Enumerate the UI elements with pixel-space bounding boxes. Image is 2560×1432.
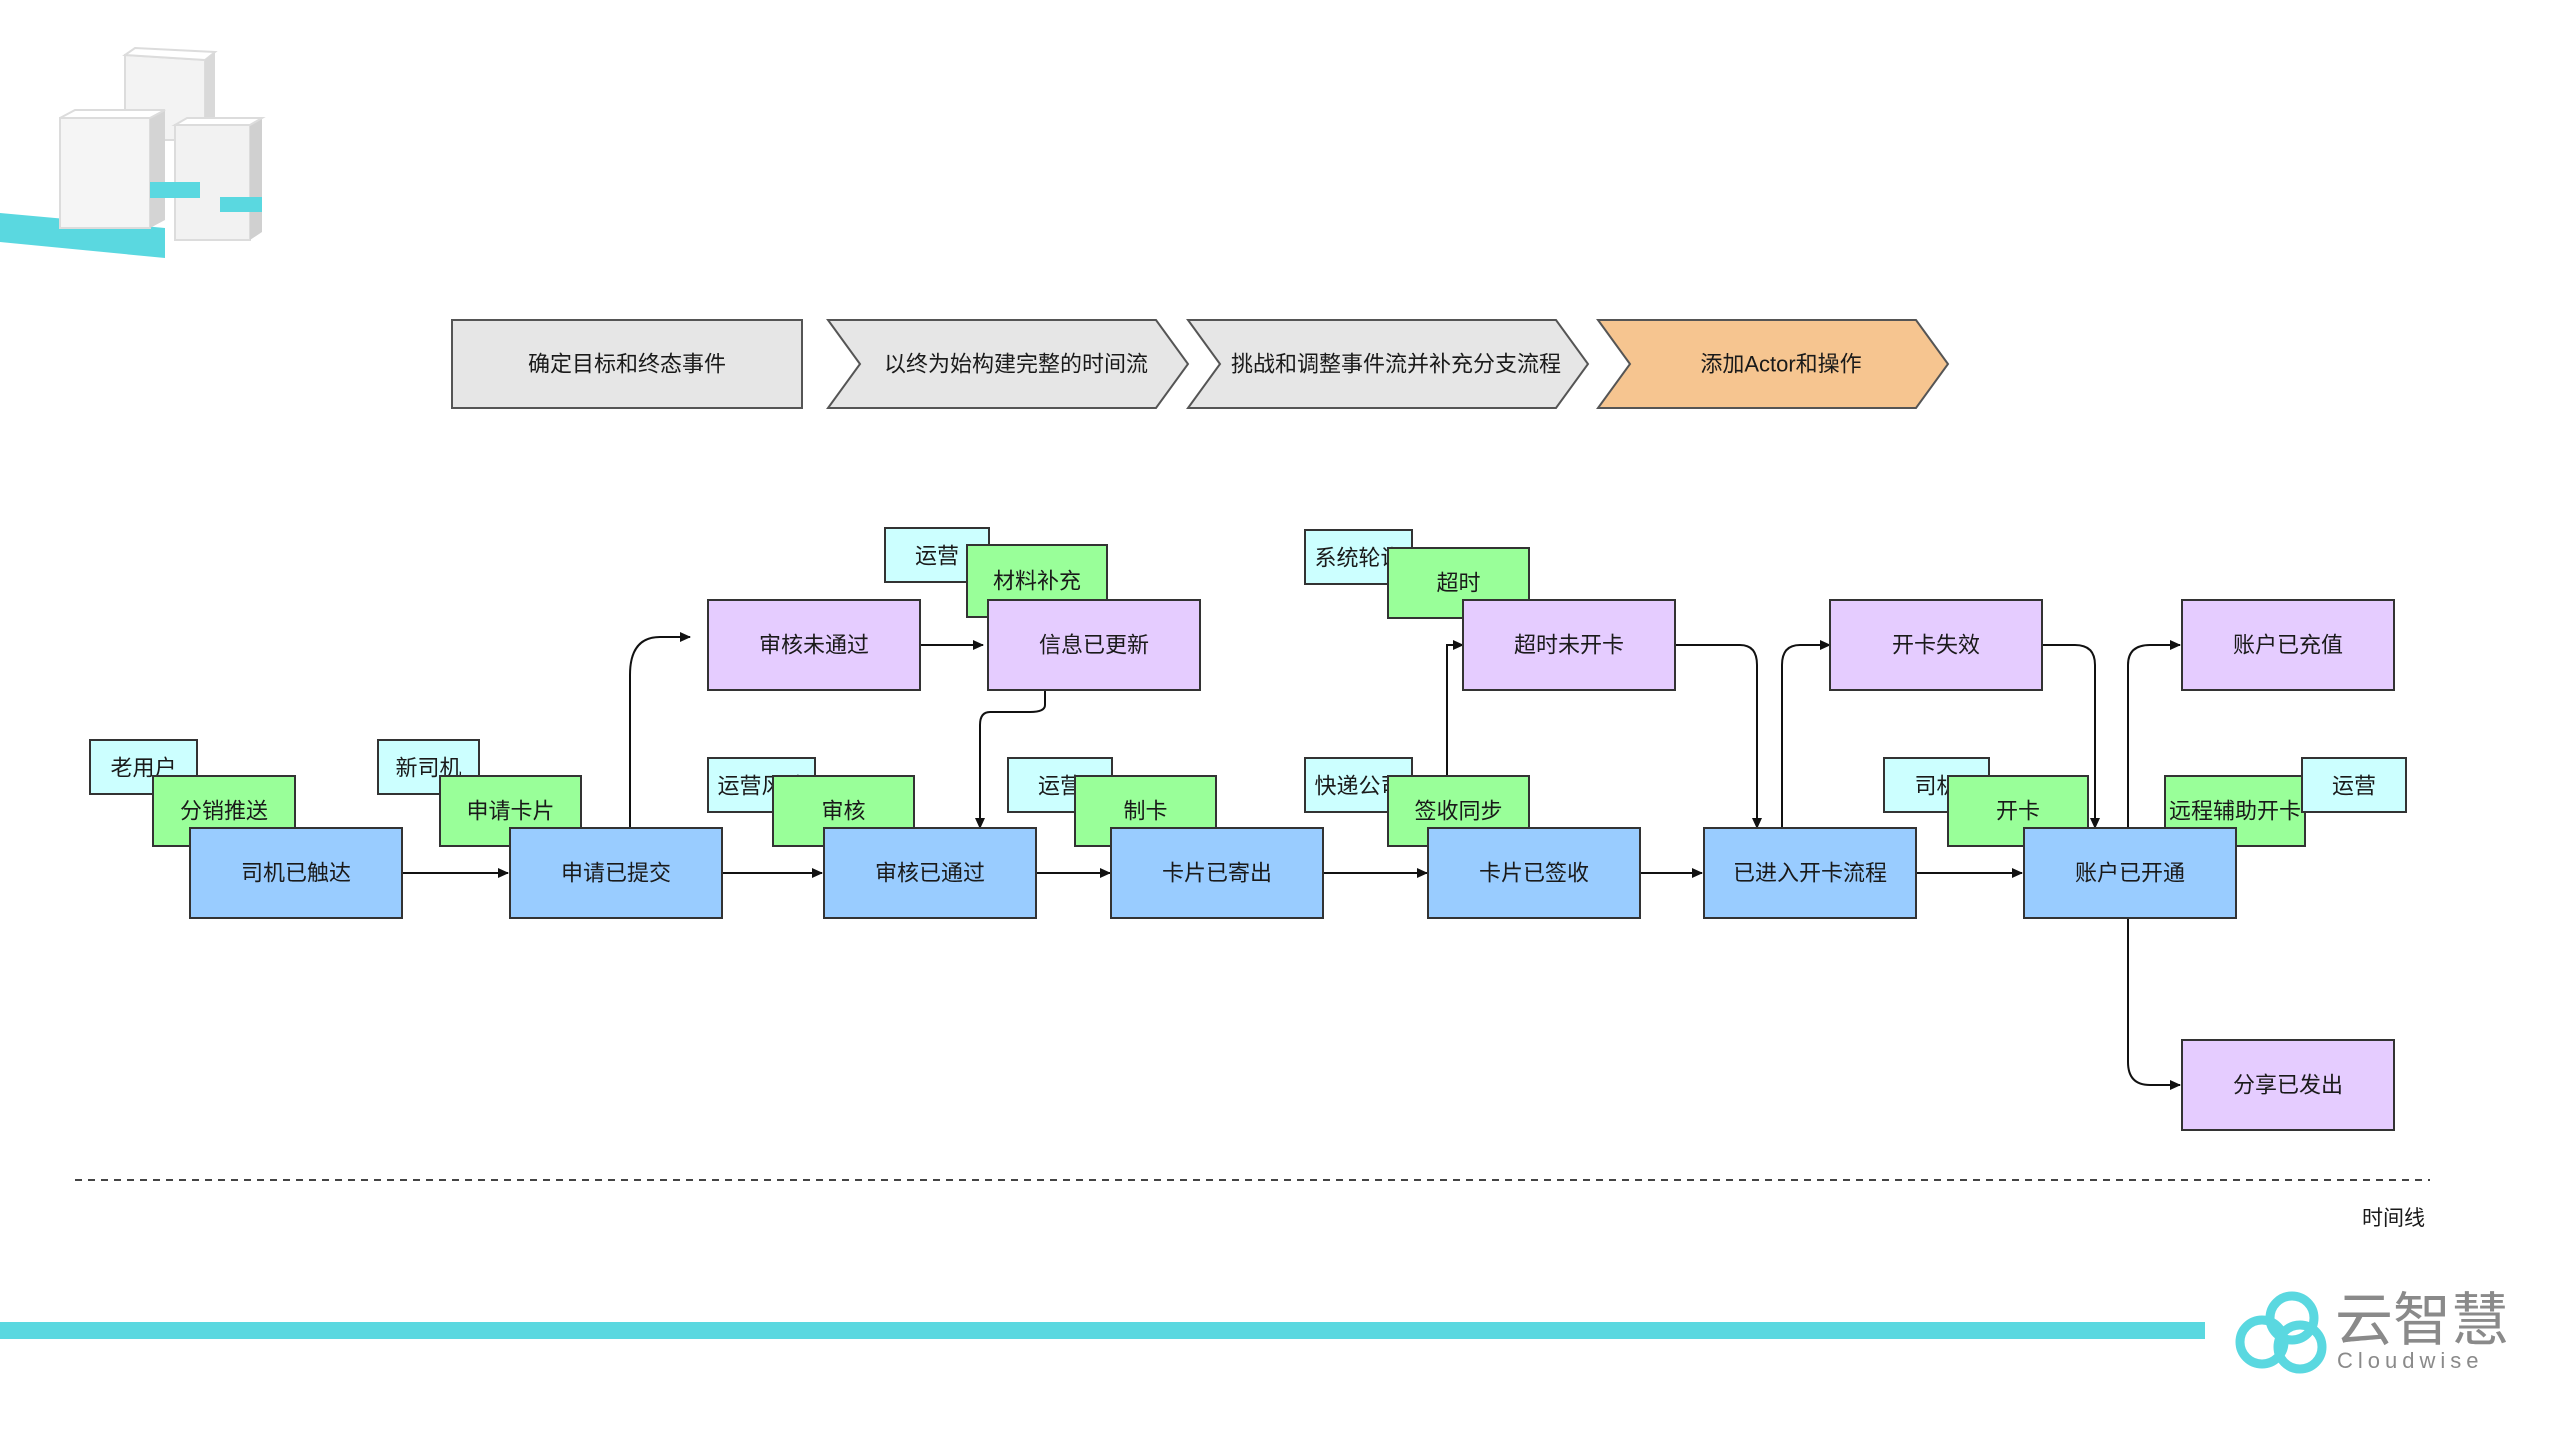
command-review-label: 审核 xyxy=(821,799,865,824)
flow-connectors xyxy=(402,632,2181,1090)
event-account-opened: 账户已开通 xyxy=(2023,827,2237,919)
process-step-label: 添加Actor和操作 xyxy=(1700,352,1861,377)
event-share-sent-label: 分享已发出 xyxy=(2233,1073,2343,1098)
process-step-4: 添加Actor和操作 xyxy=(1596,319,1950,409)
event-account-recharged: 账户已充值 xyxy=(2181,599,2395,691)
flow-arrow xyxy=(2040,644,2100,829)
flow-arrow xyxy=(975,690,1046,829)
command-timeout-label: 超时 xyxy=(1436,571,1480,596)
cloudwise-logo: 云智慧 Cloudwise xyxy=(2235,1288,2509,1374)
event-review-passed-label: 审核已通过 xyxy=(875,861,985,886)
sticky-notes: 老用户新司机运营运营风险运营系统轮询快递公司司机分销推送申请卡片材料补充审核制卡… xyxy=(89,527,2407,1131)
flow-arrow xyxy=(2127,918,2181,1090)
event-info-updated-label: 信息已更新 xyxy=(1039,633,1149,658)
timeline-label: 时间线 xyxy=(2362,1207,2425,1230)
command-sign-sync-label: 签收同步 xyxy=(1414,799,1502,824)
command-apply-card-label: 申请卡片 xyxy=(466,799,554,824)
event-driver-reached-label: 司机已触达 xyxy=(241,861,351,886)
event-timeout-not-opened: 超时未开卡 xyxy=(1462,599,1676,691)
event-application-submitted: 申请已提交 xyxy=(509,827,723,919)
event-card-process-entered: 已进入开卡流程 xyxy=(1703,827,1917,919)
flow-arrow xyxy=(1446,640,1464,828)
flow-arrow xyxy=(1781,640,1831,828)
event-timeout-not-opened-label: 超时未开卡 xyxy=(1514,633,1624,658)
process-step-label: 确定目标和终态事件 xyxy=(528,352,726,377)
event-share-sent: 分享已发出 xyxy=(2181,1039,2395,1131)
event-review-passed: 审核已通过 xyxy=(823,827,1037,919)
cube-logo-graphic xyxy=(0,46,266,258)
command-make-card-label: 制卡 xyxy=(1123,799,1167,824)
process-steps: 确定目标和终态事件 以终为始构建完整的时间流 挑战和调整事件流并补充分支流程 添加Ac… xyxy=(451,319,1950,409)
process-step-2: 以终为始构建完整的时间流 xyxy=(826,319,1190,409)
process-step-1: 确定目标和终态事件 xyxy=(451,319,803,409)
event-driver-reached: 司机已触达 xyxy=(189,827,403,919)
brand-name: 云智慧 xyxy=(2335,1288,2509,1353)
event-info-updated: 信息已更新 xyxy=(987,599,1201,691)
event-account-recharged-label: 账户已充值 xyxy=(2233,633,2343,658)
event-card-open-failed-label: 开卡失效 xyxy=(1892,633,1980,658)
flow-arrow xyxy=(2127,640,2181,828)
command-distribution-push-label: 分销推送 xyxy=(180,799,268,824)
actor-system-polling: 系统轮询 xyxy=(1304,529,1413,585)
event-card-open-failed: 开卡失效 xyxy=(1829,599,2043,691)
command-open-card-label: 开卡 xyxy=(1996,799,2040,824)
brand-subtitle: Cloudwise xyxy=(2337,1348,2484,1373)
event-review-failed: 审核未通过 xyxy=(707,599,921,691)
flow-arrow xyxy=(629,632,691,828)
process-step-3: 挑战和调整事件流并补充分支流程 xyxy=(1186,319,1590,409)
flow-arrow xyxy=(1673,644,1762,829)
actor-operations: 运营 xyxy=(2301,757,2407,813)
actor-operations-label: 运营 xyxy=(2332,774,2376,799)
command-remote-assist-open-label: 远程辅助开卡 xyxy=(2169,799,2301,824)
event-card-process-entered-label: 已进入开卡流程 xyxy=(1733,861,1887,886)
event-card-mailed: 卡片已寄出 xyxy=(1110,827,1324,919)
event-card-signed: 卡片已签收 xyxy=(1427,827,1641,919)
event-account-opened-label: 账户已开通 xyxy=(2075,861,2185,886)
event-card-signed-label: 卡片已签收 xyxy=(1479,861,1589,886)
command-make-card: 制卡 xyxy=(1074,775,1217,847)
actor-operations-label: 运营 xyxy=(915,544,959,569)
cloud-icon xyxy=(2235,1291,2327,1374)
event-card-mailed-label: 卡片已寄出 xyxy=(1162,861,1272,886)
event-application-submitted-label: 申请已提交 xyxy=(561,861,671,886)
event-review-failed-label: 审核未通过 xyxy=(759,633,869,658)
footer-accent-bar xyxy=(0,1322,2205,1339)
process-step-label: 挑战和调整事件流并补充分支流程 xyxy=(1231,352,1561,377)
command-material-supplement-label: 材料补充 xyxy=(993,569,1081,594)
process-step-label: 以终为始构建完整的时间流 xyxy=(884,352,1148,377)
